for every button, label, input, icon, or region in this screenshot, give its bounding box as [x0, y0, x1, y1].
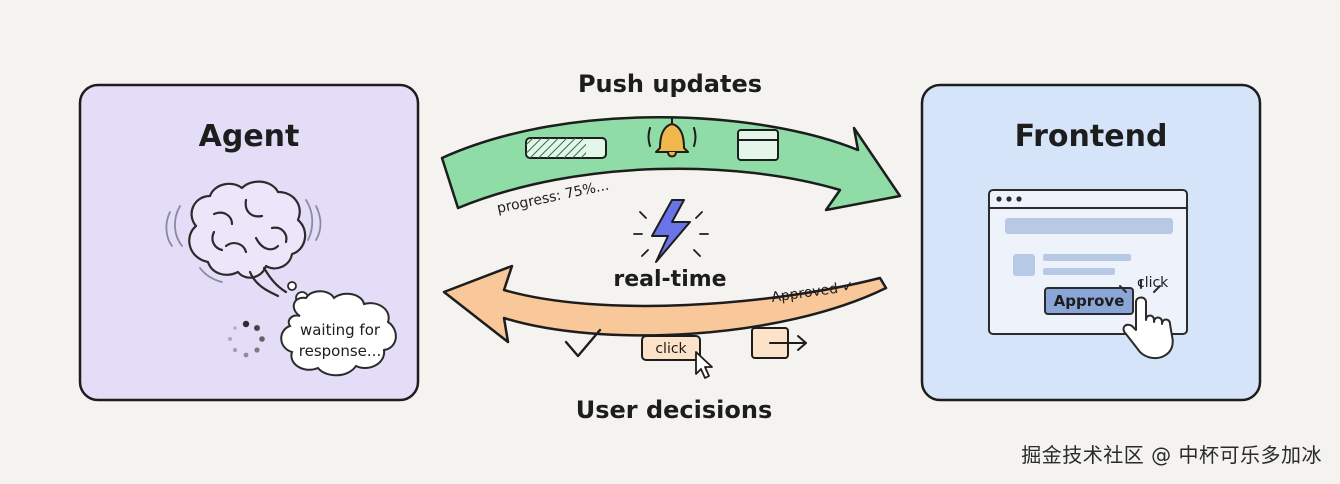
browser-window: Approve click: [988, 189, 1188, 335]
frontend-panel: Frontend Approve click: [920, 83, 1262, 402]
brain-vibration-marks: [165, 199, 322, 283]
content-line: [1043, 268, 1115, 275]
push-updates-label: Push updates: [578, 70, 762, 98]
url-bar: [1005, 218, 1173, 234]
watermark: 掘金技术社区 @ 中杯可乐多加冰: [1021, 443, 1322, 467]
loading-spinner-icon: [228, 320, 265, 358]
approve-button-label: Approve: [1054, 292, 1125, 310]
click-chip-label: click: [655, 341, 687, 357]
thought-line-1: waiting for: [300, 321, 381, 339]
click-note: click: [1137, 275, 1169, 291]
approve-button[interactable]: Approve: [1044, 287, 1134, 315]
thought-line-2: response...: [299, 342, 381, 360]
realtime-label: real-time: [613, 267, 726, 292]
realtime-center: real-time: [613, 199, 727, 292]
agent-title: Agent: [199, 119, 300, 154]
lightning-icon: [633, 199, 709, 263]
hand-pointer-icon: [1119, 279, 1174, 360]
decision-arrow-shape: [442, 264, 888, 344]
progress-fill: [526, 138, 586, 158]
thought-bubble: waiting for response...: [280, 281, 397, 377]
check-icon: [564, 328, 602, 358]
window-icon: [737, 129, 779, 161]
frontend-title: Frontend: [1015, 119, 1168, 154]
user-decisions-label: User decisions: [576, 396, 773, 424]
agent-panel: Agent: [78, 83, 420, 402]
click-chip: click: [641, 335, 701, 361]
user-decisions-arrow: Approved ✓ click User decisions: [442, 264, 888, 424]
content-thumbnail: [1013, 254, 1035, 276]
progress-bar: [525, 137, 607, 159]
window-dots: [996, 196, 1022, 202]
content-line: [1043, 254, 1131, 261]
brain-icon: [188, 180, 307, 298]
cursor-icon: [695, 351, 713, 379]
bell-icon: [647, 117, 697, 158]
push-updates-arrow: Push updates progress: 75%...: [440, 70, 902, 217]
export-arrow-icon: [751, 327, 807, 359]
